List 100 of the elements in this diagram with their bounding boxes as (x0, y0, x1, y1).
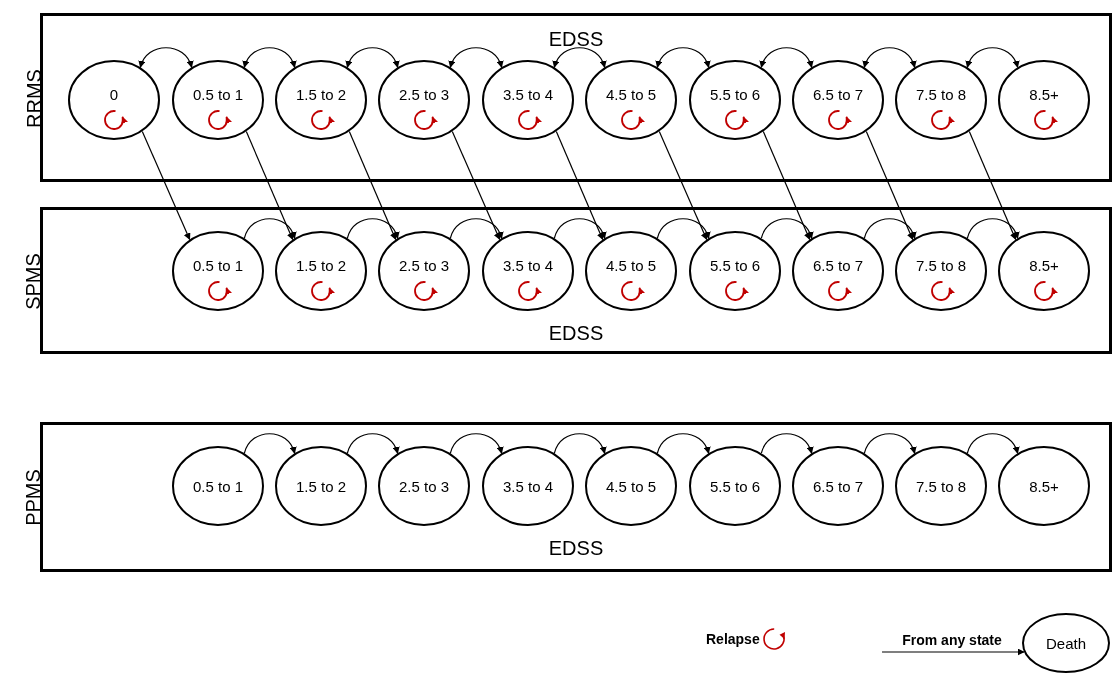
state-ellipse (998, 231, 1090, 311)
state-label: 0.5 to 1 (192, 85, 243, 103)
arrow (449, 218, 503, 239)
arrow (346, 218, 399, 239)
relapse-loop-arrow (414, 281, 438, 301)
state-ellipse (998, 60, 1090, 140)
relapse-loop-arrow (828, 110, 852, 130)
relapse-loop-arrow (414, 110, 438, 130)
arrow (863, 218, 916, 239)
panel-heading: EDSS (548, 537, 604, 559)
arrow (553, 218, 606, 239)
relapse-loop-arrow (931, 110, 955, 130)
state-ellipse (275, 60, 367, 140)
state-ellipse (1022, 613, 1110, 673)
arrow (863, 47, 916, 68)
state-ellipse (275, 446, 367, 526)
state-label: 5.5 to 6 (709, 256, 760, 274)
state-label: 8.5+ (1029, 477, 1059, 495)
arrow (760, 47, 813, 68)
state-label: 1.5 to 2 (295, 85, 346, 103)
relapse-loop-arrow (311, 281, 335, 301)
arrow (451, 130, 501, 241)
relapse-loop-arrow (725, 110, 749, 130)
arrow (243, 218, 296, 239)
arrow (760, 218, 813, 239)
state-label: Death (1046, 634, 1086, 652)
relapse-loop-arrow (725, 281, 749, 301)
relapse-loop-arrow (1034, 281, 1058, 301)
state-label: 1.5 to 2 (295, 477, 346, 495)
arrow (553, 47, 606, 68)
state-ellipse (378, 231, 470, 311)
state-ellipse (998, 446, 1090, 526)
state-ellipse (689, 446, 781, 526)
state-ellipse (792, 231, 884, 311)
state-ellipse (482, 60, 574, 140)
state-ellipse (792, 446, 884, 526)
arrow (658, 130, 708, 241)
arrow (656, 433, 710, 454)
state-ellipse (895, 231, 987, 311)
arrow (881, 648, 1025, 656)
arrow (865, 130, 914, 241)
state-label: 0.5 to 1 (192, 256, 243, 274)
state-ellipse (275, 231, 367, 311)
arrow (760, 433, 813, 454)
state-label: 5.5 to 6 (709, 477, 760, 495)
state-ellipse (172, 231, 264, 311)
state-label: 3.5 to 4 (502, 477, 553, 495)
relapse-loop-arrow (621, 281, 645, 301)
panel-side-label: SPMS (21, 252, 45, 310)
arrow (966, 433, 1019, 454)
state-label: 4.5 to 5 (605, 85, 656, 103)
state-ellipse (585, 60, 677, 140)
arrow (762, 130, 811, 241)
state-label: 8.5+ (1029, 256, 1059, 274)
state-ellipse (482, 446, 574, 526)
relapse-loop-arrow (621, 110, 645, 130)
state-ellipse (792, 60, 884, 140)
state-ellipse (895, 60, 987, 140)
state-label: 8.5+ (1029, 85, 1059, 103)
relapse-loop-arrow (311, 110, 335, 130)
state-label: 6.5 to 7 (812, 85, 863, 103)
state-ellipse (689, 60, 781, 140)
arrow (141, 130, 191, 241)
state-label: 2.5 to 3 (398, 256, 449, 274)
arrow (863, 433, 916, 454)
state-ellipse (378, 60, 470, 140)
state-ellipse (378, 446, 470, 526)
panel-heading: EDSS (548, 28, 604, 50)
state-ellipse (585, 446, 677, 526)
state-label: 0 (109, 85, 119, 103)
state-label: 7.5 to 8 (915, 477, 966, 495)
relapse-loop-arrow (518, 110, 542, 130)
state-label: 2.5 to 3 (398, 477, 449, 495)
state-label: 5.5 to 6 (709, 85, 760, 103)
arrow (346, 47, 399, 68)
state-label: 0.5 to 1 (192, 477, 243, 495)
edge-label: From any state (902, 632, 1002, 648)
arrow (966, 47, 1019, 68)
arrow (966, 218, 1019, 239)
panel-side-label: PPMS (21, 469, 45, 526)
arrow (968, 130, 1017, 241)
arrow (656, 218, 710, 239)
state-label: 1.5 to 2 (295, 256, 346, 274)
relapse-loop-arrow (208, 110, 232, 130)
state-ellipse (585, 231, 677, 311)
relapse-loop-arrow (931, 281, 955, 301)
arrow (243, 433, 296, 454)
state-label: 3.5 to 4 (502, 85, 553, 103)
state-ellipse (689, 231, 781, 311)
arrow (449, 47, 503, 68)
arrow (139, 47, 193, 68)
state-label: 7.5 to 8 (915, 85, 966, 103)
panel-heading: EDSS (548, 322, 604, 344)
arrow (449, 433, 503, 454)
state-ellipse (172, 446, 264, 526)
state-label: 6.5 to 7 (812, 256, 863, 274)
state-ellipse (68, 60, 160, 140)
arrow (348, 130, 397, 241)
state-label: 2.5 to 3 (398, 85, 449, 103)
arrow (346, 433, 399, 454)
